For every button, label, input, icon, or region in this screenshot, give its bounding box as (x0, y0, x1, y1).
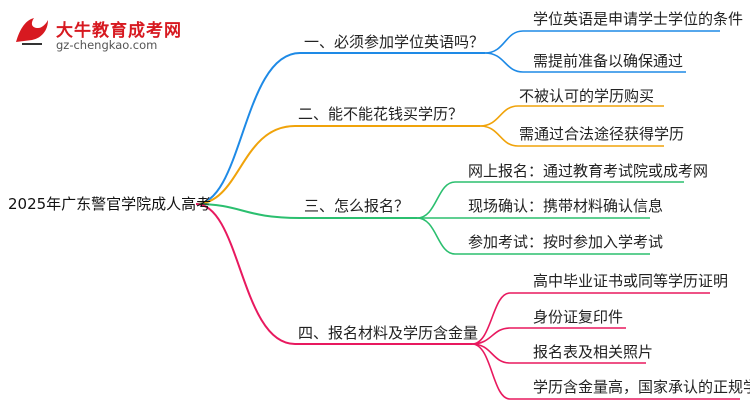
branch-4-child-3-curve (471, 343, 511, 364)
branch-4-child-4-curve (471, 343, 511, 400)
branch-2-label: 二、能不能花钱买学历？ (298, 105, 464, 123)
branch-3-child-1: 网上报名：通过教育考试院或成考网 (468, 162, 709, 180)
logo-url: gz-chengkao.com (56, 38, 158, 52)
branch-3-child-3: 参加考试：按时参加入学考试 (468, 233, 664, 251)
branch-3-label: 三、怎么报名？ (304, 197, 410, 215)
branch-3-child-2: 现场确认：携带材料确认信息 (468, 197, 664, 215)
branch-2-child-2-curve (479, 125, 519, 147)
branch-2-curve (195, 125, 296, 205)
branch-4-child-2-curve (471, 327, 511, 345)
bull-logo-icon (16, 18, 48, 45)
branch-4-child-1-curve (471, 292, 511, 345)
mindmap-connectors (195, 30, 740, 400)
branch-1-curve (195, 52, 301, 205)
branch-3-child-3-curve (416, 217, 456, 255)
branch-3-curve (195, 203, 301, 219)
branch-4-child-1: 高中毕业证书或同等学历证明 (533, 272, 729, 290)
branch-2-child-1-curve (479, 105, 519, 127)
branch-4-label: 四、报名材料及学历含金量 (298, 324, 479, 342)
branch-1-child-2-curve (484, 52, 524, 73)
branch-1-child-1: 学位英语是申请学士学位的条件 (533, 10, 744, 28)
branch-2-child-2: 需通过合法途径获得学历 (519, 125, 685, 143)
branch-4-child-3: 报名表及相关照片 (533, 343, 654, 361)
branch-1-child-2: 需提前准备以确保通过 (533, 52, 684, 70)
branch-1-label: 一、必须参加学位英语吗？ (304, 33, 485, 51)
site-logo: 大牛教育成考网 gz-chengkao.com (8, 8, 181, 54)
branch-1-child-1-curve (484, 30, 524, 54)
root-node: 2025年广东警官学院成人高考 (8, 195, 212, 213)
logo-title: 大牛教育成考网 (56, 21, 182, 41)
branch-3-child-1-curve (416, 181, 456, 219)
branch-2-child-1: 不被认可的学历购买 (519, 87, 655, 105)
branch-4-curve (195, 203, 296, 345)
branch-4-child-2: 身份证复印件 (533, 308, 624, 326)
branch-4-child-4: 学历含金量高，国家承认的正规学历 (533, 378, 750, 396)
